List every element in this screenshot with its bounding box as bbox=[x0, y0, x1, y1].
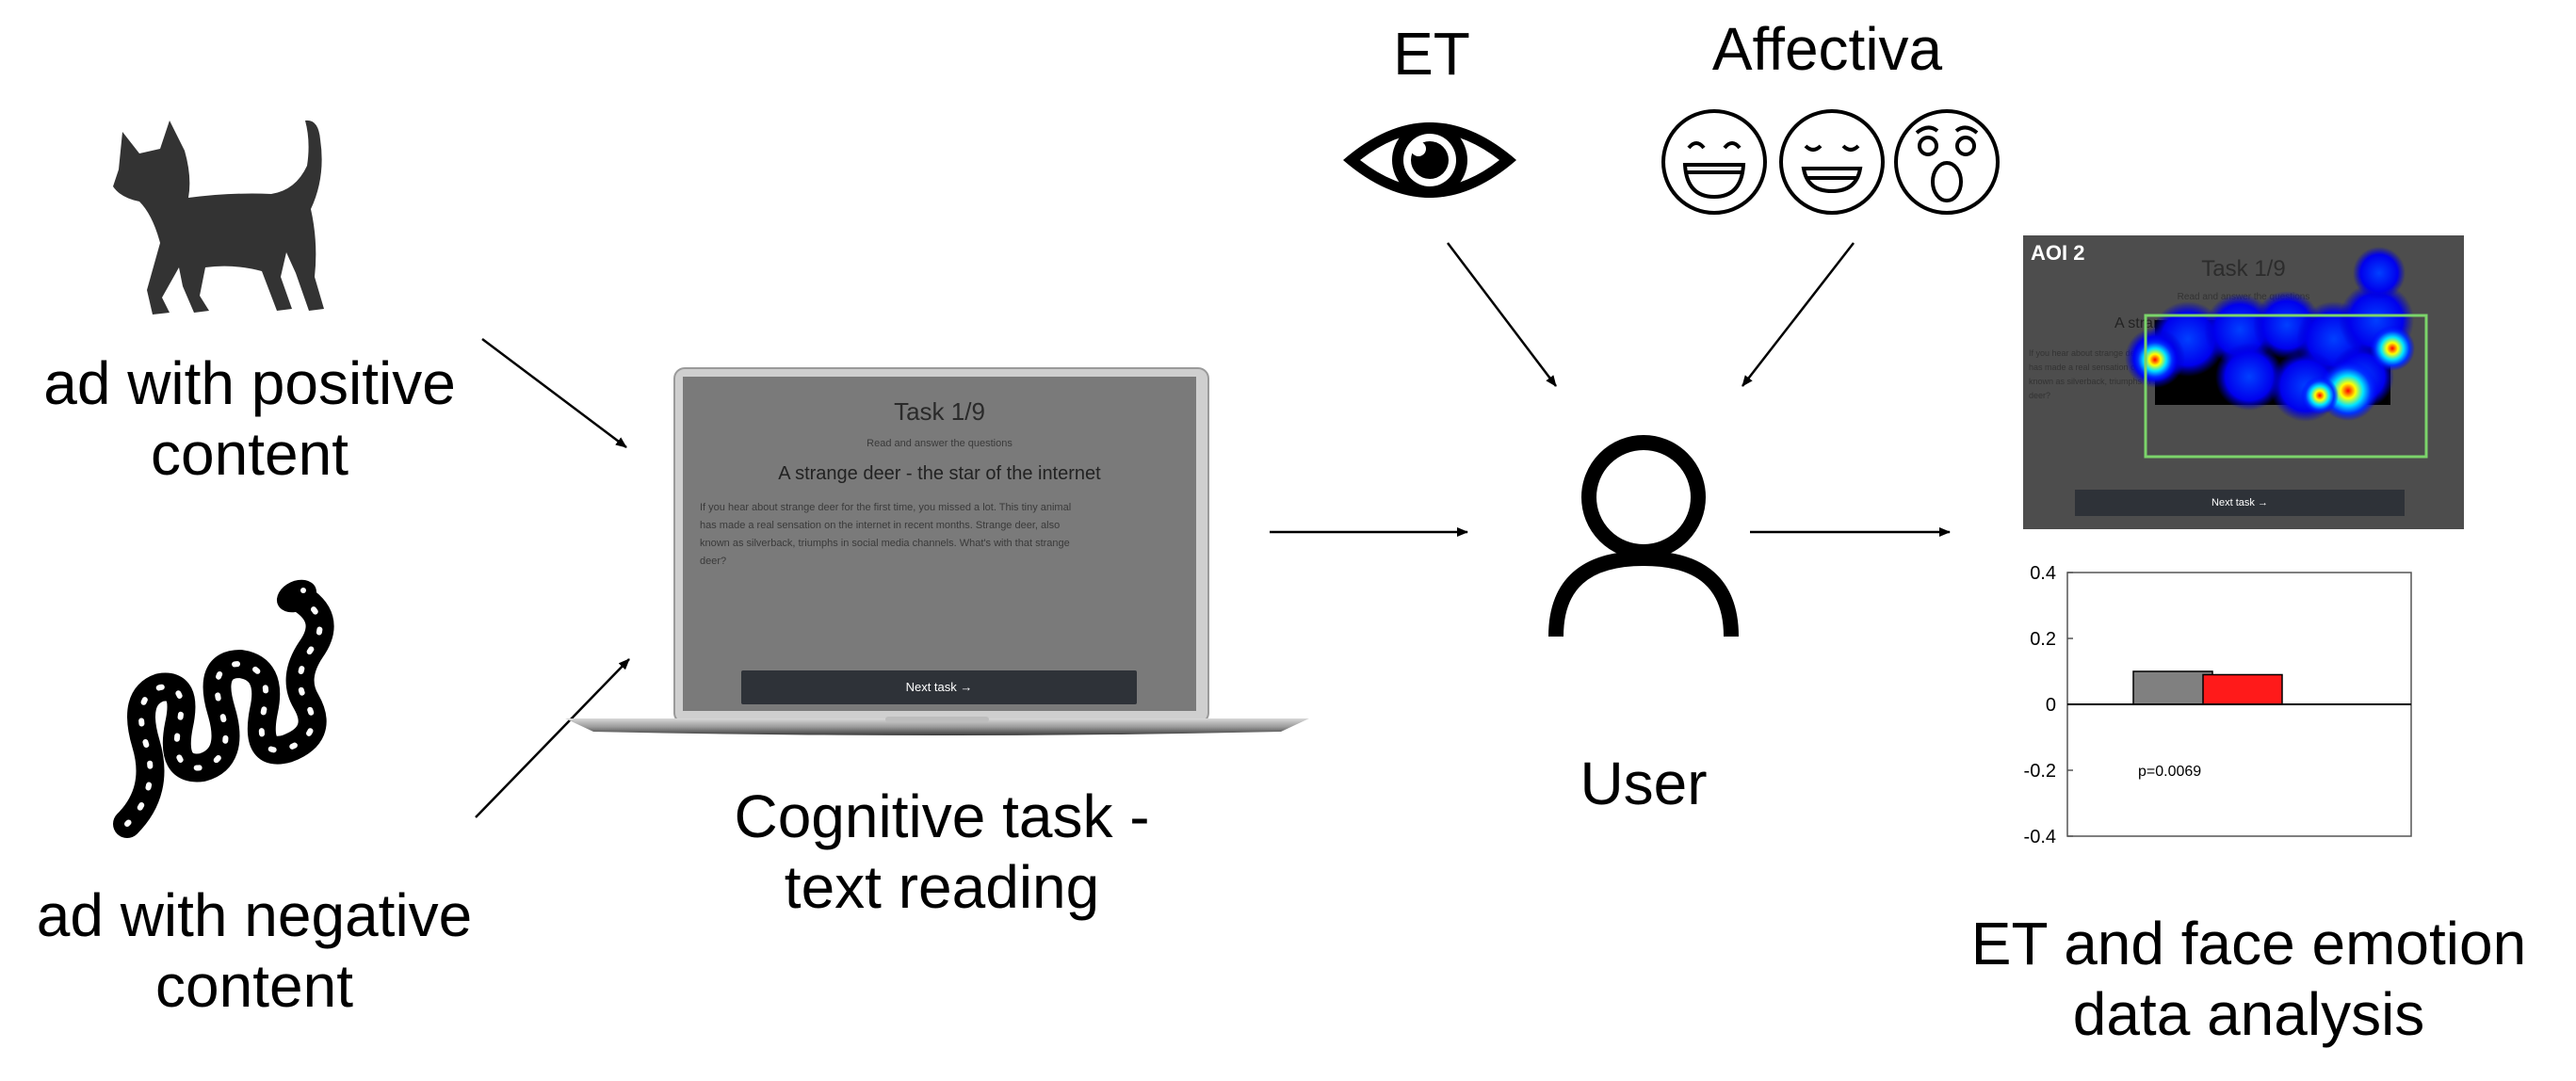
smiling-face-icon bbox=[1779, 109, 1885, 215]
y-tick-label: -0.4 bbox=[2024, 827, 2056, 847]
affectiva-label: Affectiva bbox=[1711, 15, 1943, 83]
p-value-annotation: p=0.0069 bbox=[2138, 764, 2201, 780]
heatmap-next-task-button: Next task → bbox=[2075, 490, 2405, 516]
screen-body-line: known as silverback, triumphs in social … bbox=[700, 538, 1070, 549]
bar-chart: 0.40.20-0.2-0.4 p=0.0069 negpos bbox=[2024, 563, 2412, 847]
arrow-et-to-user bbox=[1447, 242, 1557, 387]
face-emotion-icons bbox=[1661, 109, 2000, 215]
gaze-heatmap bbox=[2125, 247, 2428, 459]
et-label: ET bbox=[1393, 20, 1470, 88]
task-caption: Cognitive task - text reading bbox=[659, 782, 1224, 923]
screen-title: Task 1/9 bbox=[894, 397, 985, 426]
arrow-positive-to-task bbox=[481, 338, 627, 448]
analysis-caption-line1: ET and face emotion bbox=[1970, 910, 2527, 977]
screen-subtitle: Read and answer the questions bbox=[867, 438, 1013, 449]
task-caption-line2: text reading bbox=[784, 853, 1100, 921]
laughing-face-icon bbox=[1661, 109, 1767, 215]
analysis-caption: ET and face emotion data analysis bbox=[1921, 909, 2576, 1050]
user-label: User bbox=[1580, 750, 1708, 817]
laptop-screen: Task 1/9 Read and answer the questions A… bbox=[683, 377, 1196, 711]
eye-icon bbox=[1343, 122, 1516, 198]
heatmap-task-title: Task 1/9 bbox=[2201, 256, 2286, 282]
heatmap-screenshot: Task 1/9 Read and answer the questions A… bbox=[2023, 235, 2464, 529]
negative-ad-label-line2: content bbox=[155, 952, 353, 1020]
positive-ad-label: ad with positive content bbox=[5, 348, 494, 490]
arrow-negative-to-task bbox=[475, 658, 630, 818]
positive-ad-label-line2: content bbox=[151, 420, 348, 488]
heatmap-body-line: deer? bbox=[2029, 391, 2051, 400]
positive-ad-label-line1: ad with positive bbox=[43, 349, 456, 417]
bar-neg bbox=[2132, 670, 2213, 705]
y-tick-label: -0.2 bbox=[2024, 761, 2056, 782]
next-task-button[interactable]: Next task → bbox=[741, 670, 1137, 704]
negative-ad-label: ad with negative content bbox=[0, 880, 509, 1022]
screen-body-line: If you hear about strange deer for the f… bbox=[700, 502, 1072, 513]
negative-ad-label-line1: ad with negative bbox=[36, 881, 473, 949]
snake-icon bbox=[113, 579, 334, 838]
task-caption-line1: Cognitive task - bbox=[734, 783, 1150, 850]
surprised-face-icon bbox=[1894, 109, 2000, 215]
laptop-base bbox=[565, 717, 1309, 735]
arrow-affectiva-to-user bbox=[1742, 242, 1855, 387]
screen-body: If you hear about strange deer for the f… bbox=[700, 499, 1190, 571]
bar-pos bbox=[2202, 673, 2283, 705]
y-tick-label: 0.2 bbox=[2030, 629, 2056, 650]
y-tick-label: 0 bbox=[2046, 695, 2056, 716]
user-icon bbox=[1548, 435, 1739, 637]
screen-heading: A strange deer - the star of the interne… bbox=[778, 463, 1101, 484]
analysis-caption-line2: data analysis bbox=[2072, 980, 2425, 1048]
screen-body-line: has made a real sensation on the interne… bbox=[700, 520, 1061, 531]
laptop-illustration: Task 1/9 Read and answer the questions A… bbox=[565, 363, 1309, 758]
aoi-rectangle bbox=[2144, 314, 2428, 459]
aoi-label: AOI 2 bbox=[2031, 241, 2085, 265]
y-tick-label: 0.4 bbox=[2030, 563, 2056, 584]
cat-icon bbox=[113, 120, 324, 315]
screen-body-line: deer? bbox=[700, 556, 727, 567]
